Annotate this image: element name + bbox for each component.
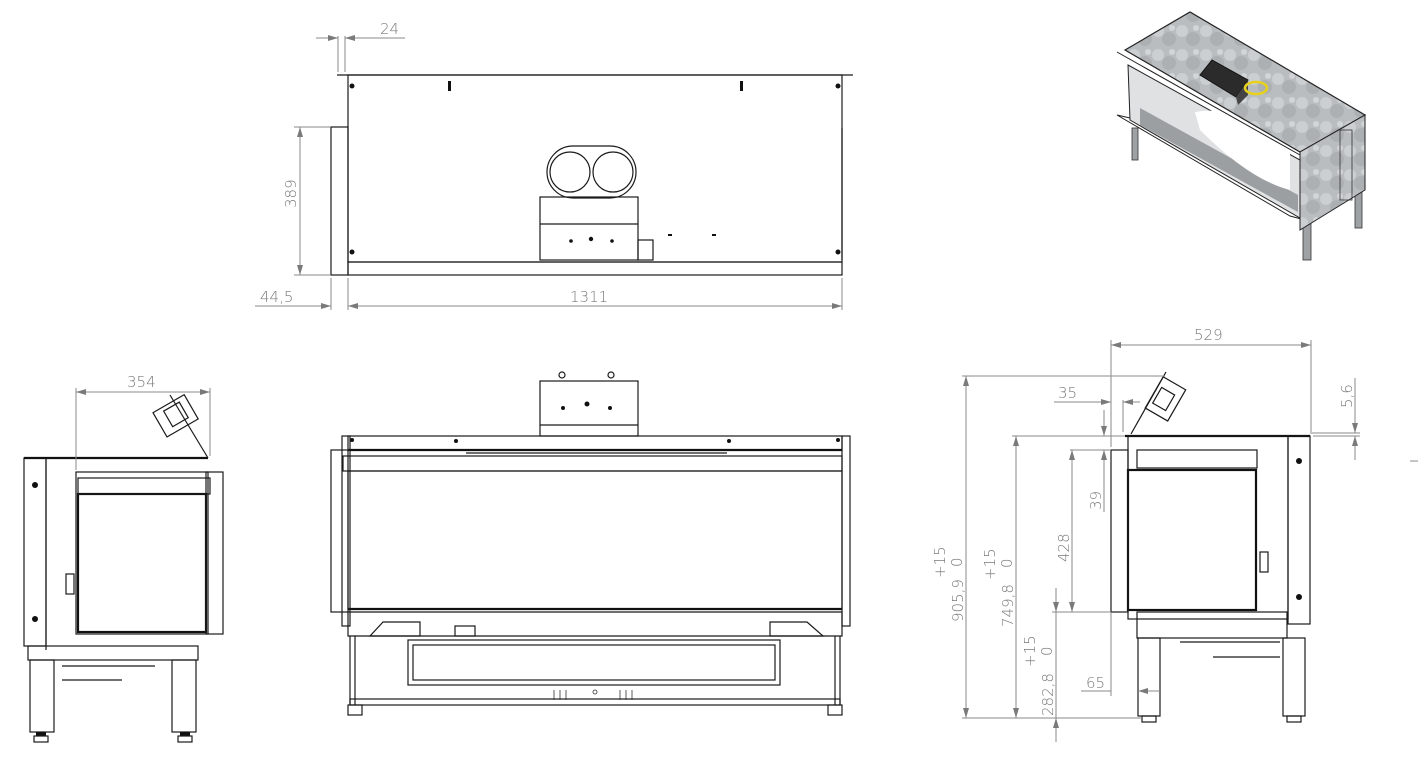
dim-label: 44,5 — [260, 288, 293, 306]
right-side-view: 529 35 5,6 39 428 — [931, 326, 1418, 742]
left-side-view: 354 — [23, 373, 224, 743]
dim-label: 5,6 — [1338, 384, 1356, 408]
dim-label: 905,9 — [949, 579, 967, 622]
top-view-body — [347, 74, 843, 263]
dim-label: 354 — [127, 373, 156, 391]
dim-label: 39 — [1087, 491, 1105, 510]
dim-label: 389 — [282, 179, 300, 208]
dimension-frame-height: 749,8 +15 0 — [981, 435, 1125, 718]
tolerance-upper: +15 — [1021, 635, 1039, 667]
top-view-bottom-rail — [347, 261, 843, 276]
dim-label: 428 — [1055, 533, 1073, 562]
tolerance-lower: 0 — [1038, 646, 1056, 656]
dimension-total-height: 905,9 +15 0 — [931, 375, 1165, 719]
dimension-flue-offset: 35 — [1054, 384, 1140, 432]
flue-collar — [152, 393, 199, 438]
dimension-top-offset: 24 — [316, 20, 405, 72]
tolerance-upper: +15 — [931, 546, 949, 578]
tolerance-lower: 0 — [948, 557, 966, 567]
burner-box — [539, 196, 716, 261]
dim-label: 65 — [1086, 674, 1105, 692]
twin-flue-outlet — [546, 145, 637, 199]
dim-label: 24 — [380, 20, 399, 38]
front-view — [330, 371, 851, 716]
tolerance-upper: +15 — [981, 548, 999, 580]
isometric-view — [1116, 11, 1367, 261]
dimension-depth: 354 — [75, 373, 211, 470]
dimension-depth: 529 — [1110, 326, 1312, 447]
dimension-top-offset: 5,6 — [1310, 378, 1418, 462]
dimension-opening-height: 428 — [1052, 450, 1111, 613]
dim-label: 749,8 — [999, 584, 1017, 627]
dimension-height: 389 — [282, 126, 330, 276]
dim-label: 1311 — [570, 288, 608, 306]
tolerance-lower: 0 — [998, 558, 1016, 568]
dimension-leg-offset: 65 — [1081, 612, 1160, 696]
dimension-frame-top: 39 — [1070, 410, 1111, 512]
dim-label: 282,8 — [1039, 673, 1057, 716]
top-view: 24 389 44,5 1311 — [255, 20, 853, 310]
dim-label: 35 — [1058, 384, 1077, 402]
dimension-width: 44,5 1311 — [255, 278, 843, 310]
dim-label: 529 — [1194, 326, 1223, 344]
top-view-left-flange — [330, 126, 349, 276]
dimension-base-height: 282,8 +15 0 — [1021, 588, 1059, 742]
